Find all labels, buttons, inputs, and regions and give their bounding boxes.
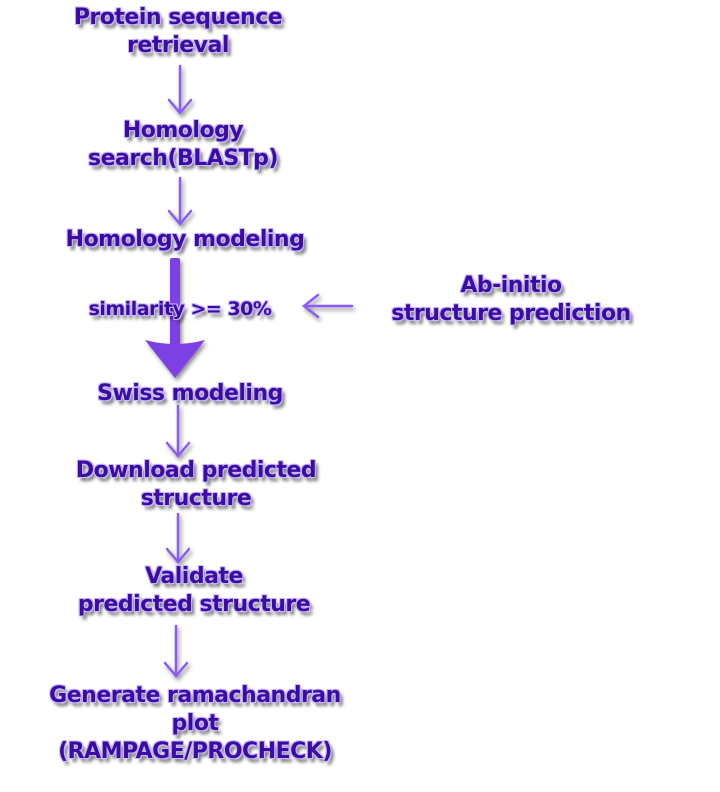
arrow-abinitio-to-condition: [301, 293, 354, 319]
node-protein-retrieval: Protein sequence retrieval: [60, 4, 296, 60]
node-similarity-condition: similarity >= 30%: [80, 295, 280, 323]
node-text-line: (RAMPAGE/PROCHECK): [58, 739, 332, 764]
node-text-line: predicted structure: [77, 592, 311, 617]
arrow-swiss-to-download: [165, 404, 191, 458]
node-text-line: plot: [171, 711, 219, 736]
node-text-line: structure: [140, 486, 252, 511]
node-download-structure: Download predicted structure: [58, 457, 334, 513]
node-ramachandran-plot: Generate ramachandran plot (RAMPAGE/PROC…: [22, 682, 368, 766]
node-text-line: Protein sequence: [73, 5, 283, 30]
node-text-line: search(BLASTp): [88, 146, 278, 171]
node-swiss-modeling: Swiss modeling: [80, 380, 300, 408]
arrow-retrieval-to-blast: [167, 64, 193, 115]
node-text-line: Swiss modeling: [97, 381, 283, 406]
node-ab-initio: Ab-initio structure prediction: [372, 272, 650, 328]
arrow-validate-to-ramachandran: [163, 624, 189, 678]
node-text-line: Ab-initio: [460, 273, 562, 298]
node-text-line: retrieval: [127, 33, 229, 58]
node-text-line: Homology modeling: [65, 227, 305, 252]
node-text-line: similarity >= 30%: [88, 298, 272, 320]
node-homology-search: Homology search(BLASTp): [78, 117, 288, 173]
node-text-line: Validate: [145, 564, 243, 589]
node-text-line: Download predicted: [75, 458, 317, 483]
node-text-line: Generate ramachandran: [49, 683, 341, 708]
node-text-line: structure prediction: [391, 301, 631, 326]
node-validate-structure: Validate predicted structure: [56, 563, 332, 619]
node-homology-modeling: Homology modeling: [52, 226, 318, 254]
node-text-line: Homology: [122, 118, 244, 143]
arrow-download-to-validate: [165, 512, 191, 564]
arrow-blast-to-modeling: [167, 176, 193, 226]
